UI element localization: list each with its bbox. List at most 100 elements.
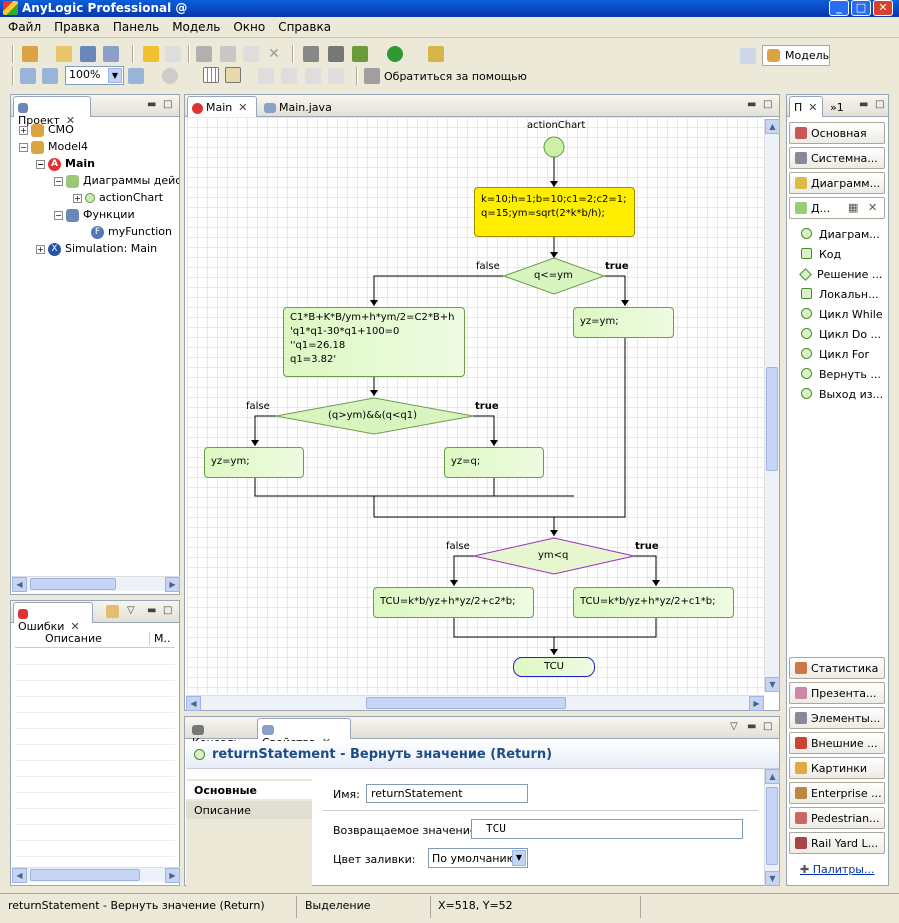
tab-main[interactable]: Main✕ — [187, 96, 257, 117]
scroll-thumb[interactable] — [766, 367, 778, 471]
minimize-icon[interactable]: ▬ — [147, 605, 157, 616]
tree-item-functions[interactable]: −Функции — [54, 208, 135, 222]
scroll-thumb[interactable] — [30, 578, 116, 590]
open-icon[interactable] — [56, 46, 72, 62]
tree-item-actionchart[interactable]: +actionChart — [73, 191, 163, 204]
scroll-up-icon[interactable]: ▲ — [765, 119, 780, 134]
align-2-icon[interactable] — [281, 68, 297, 84]
palette-item-diagram[interactable]: Диаграм... — [801, 228, 880, 241]
delete-icon[interactable]: ✕ — [268, 46, 280, 62]
align-3-icon[interactable] — [305, 68, 321, 84]
properties-vscrollbar[interactable]: ▲ ▼ — [764, 769, 780, 886]
palette-item-do-while[interactable]: Цикл Do ... — [801, 328, 881, 341]
run-icon[interactable] — [387, 46, 403, 62]
palette-item-while[interactable]: Цикл While — [801, 308, 883, 321]
scroll-left-icon[interactable]: ◀ — [12, 868, 27, 883]
expand-icon[interactable]: + — [19, 125, 28, 135]
grid-view-icon[interactable]: ▦ — [848, 201, 859, 214]
view-menu-icon[interactable]: ▽ — [127, 605, 135, 616]
tab-palette[interactable]: П✕ — [789, 96, 823, 117]
scroll-thumb[interactable] — [366, 697, 566, 709]
name-field[interactable]: returnStatement — [366, 784, 528, 803]
palette-group-pictures[interactable]: Картинки — [789, 757, 885, 779]
palette-group-enterprise[interactable]: Enterprise ... — [789, 782, 885, 804]
tab-console[interactable]: Консоль — [187, 718, 255, 749]
tab-more[interactable]: »1 — [825, 96, 847, 117]
editor-hscrollbar[interactable]: ◀ ▶ — [186, 695, 764, 711]
start-node[interactable] — [543, 136, 565, 158]
palette-group-external[interactable]: Внешние ... — [789, 732, 885, 754]
decision-ym-lt-q[interactable] — [473, 537, 635, 575]
close-button[interactable]: ✕ — [873, 0, 893, 16]
menu-help[interactable]: Справка — [278, 20, 332, 34]
minimize-icon[interactable]: ▬ — [147, 99, 157, 110]
zoom-out-icon[interactable] — [42, 68, 58, 84]
palette-item-return[interactable]: Вернуть ... — [801, 368, 881, 381]
return-value-field[interactable]: TCU — [471, 819, 743, 839]
tree-item-cmo[interactable]: +CMO — [19, 123, 74, 137]
palette-group-basic[interactable]: Основная — [789, 122, 885, 144]
view-menu-icon[interactable]: ▽ — [730, 721, 738, 732]
palette-item-decision[interactable]: Решение ... — [799, 268, 882, 281]
nav-description[interactable]: Описание — [186, 801, 312, 819]
scroll-up-icon[interactable]: ▲ — [765, 769, 780, 784]
scroll-thumb[interactable] — [766, 787, 778, 865]
palette-group-system[interactable]: Системна... — [789, 147, 885, 169]
project-hscrollbar[interactable]: ◀ ▶ — [12, 576, 180, 592]
help-button[interactable]: Обратиться за помощью — [384, 70, 527, 83]
menu-edit[interactable]: Правка — [54, 20, 100, 34]
scroll-right-icon[interactable]: ▶ — [165, 577, 180, 592]
tree-item-action-diagrams[interactable]: −Диаграммы дейс — [54, 174, 179, 188]
palette-group-pedestrian[interactable]: Pedestrian... — [789, 807, 885, 829]
tab-properties[interactable]: Свойства✕ — [257, 718, 351, 749]
menu-file[interactable]: Файл — [8, 20, 42, 34]
save-all-icon[interactable] — [103, 46, 119, 62]
code-block-tcu-1[interactable]: TCU=k*b/yz+h*yz/2+c2*b; — [373, 587, 534, 618]
col-description[interactable]: Описание — [45, 632, 102, 645]
palette-group-diagrams[interactable]: Диаграмм... — [789, 172, 885, 194]
return-block-tcu[interactable]: TCU — [513, 657, 595, 677]
maximize-icon[interactable]: □ — [763, 721, 773, 732]
maximize-icon[interactable]: □ — [763, 99, 773, 110]
grid-icon[interactable] — [203, 67, 219, 83]
scroll-down-icon[interactable]: ▼ — [765, 871, 780, 886]
nav-basic[interactable]: Основные — [186, 781, 312, 799]
palettes-link[interactable]: ✚ Палитры... — [800, 863, 874, 876]
minimize-icon[interactable]: ▬ — [747, 99, 757, 110]
collapse-icon[interactable]: − — [54, 176, 63, 186]
palette-group-statistics[interactable]: Статистика — [789, 657, 885, 679]
close-icon[interactable]: ✕ — [868, 201, 878, 214]
scroll-left-icon[interactable]: ◀ — [186, 696, 201, 711]
debug-icon[interactable] — [352, 46, 368, 62]
menu-model[interactable]: Модель — [172, 20, 221, 34]
paste-icon[interactable] — [243, 46, 259, 62]
close-icon[interactable]: ✕ — [238, 101, 248, 114]
close-icon[interactable]: ✕ — [808, 101, 818, 114]
zoom-in-icon[interactable] — [128, 68, 144, 84]
palette-group-rail[interactable]: Rail Yard L... — [789, 832, 885, 854]
maximize-button[interactable]: □ — [851, 0, 871, 16]
menu-panel[interactable]: Панель — [112, 20, 160, 34]
scroll-left-icon[interactable]: ◀ — [12, 577, 27, 592]
locate-icon[interactable] — [162, 68, 178, 84]
expand-icon[interactable]: + — [36, 244, 45, 254]
tree-item-model4[interactable]: −Model4 — [19, 140, 88, 154]
open-perspective-icon[interactable] — [740, 48, 756, 64]
filter-icon[interactable] — [106, 605, 119, 618]
close-icon[interactable]: ✕ — [65, 114, 76, 127]
scroll-down-icon[interactable]: ▼ — [765, 677, 780, 692]
scroll-right-icon[interactable]: ▶ — [749, 696, 764, 711]
maximize-icon[interactable]: □ — [163, 99, 173, 110]
wizard-icon[interactable] — [428, 46, 444, 62]
errors-hscrollbar[interactable]: ◀ ▶ — [12, 867, 180, 883]
scroll-right-icon[interactable]: ▶ — [165, 868, 180, 883]
align-4-icon[interactable] — [328, 68, 344, 84]
decision-q-range[interactable] — [275, 397, 474, 435]
scroll-thumb[interactable] — [30, 869, 140, 881]
build-icon[interactable] — [303, 46, 319, 62]
palette-group-presentation[interactable]: Презента... — [789, 682, 885, 704]
tab-errors[interactable]: Ошибки✕ — [13, 602, 93, 633]
minimize-icon[interactable]: ▬ — [747, 721, 757, 732]
